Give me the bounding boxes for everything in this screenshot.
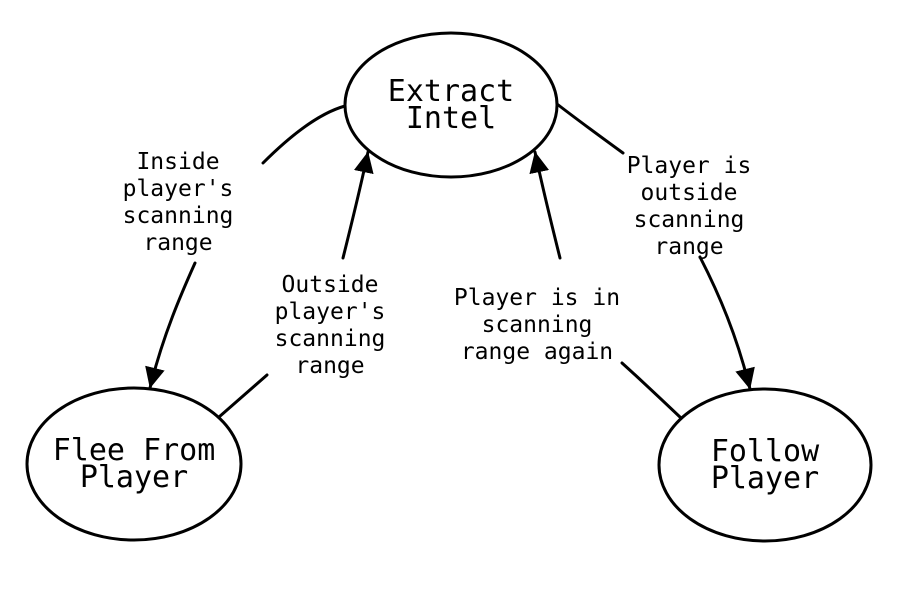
edge-label-line: Player is: [627, 153, 752, 179]
edge-label-line: player's: [123, 176, 234, 202]
state-label-line: Flee From: [53, 433, 216, 468]
state-label-line: Player: [711, 461, 819, 496]
state-node-follow-player: Follow Player: [657, 387, 873, 543]
edge-line-upper: [555, 102, 625, 155]
edge-line-lower: [620, 361, 683, 420]
state-label-line: Intel: [406, 101, 496, 136]
edge-label-line: Inside: [136, 149, 219, 175]
edge-follow-player-to-extract-intel: Player is in scanning range again: [454, 150, 683, 420]
state-label-line: Follow: [711, 434, 820, 469]
edge-label-line: Player is in: [454, 285, 620, 311]
state-label-line: Extract: [388, 74, 514, 109]
state-ellipse: [343, 31, 559, 179]
state-ellipse: [25, 386, 243, 542]
edge-line-lower: [217, 373, 269, 419]
state-label-line: Player: [80, 460, 188, 495]
edge-label-line: scanning: [123, 203, 234, 229]
edge-label-line: scanning: [634, 207, 745, 233]
edge-line-upper-with-arrow: [529, 150, 562, 260]
edge-label: Player is in scanning range again: [454, 285, 620, 365]
state-node-flee-from-player: Flee From Player: [25, 386, 243, 542]
edge-extract-intel-to-flee-from-player: Inside player's scanning range: [123, 104, 347, 390]
edge-extract-intel-to-follow-player: Player is outside scanning range: [555, 102, 755, 391]
edge-label: Inside player's scanning range: [123, 149, 234, 256]
edge-label-line: outside: [641, 180, 738, 206]
edge-label-line: scanning: [482, 312, 593, 338]
edge-flee-from-player-to-extract-intel: Outside player's scanning range: [217, 150, 386, 419]
edge-label-line: range: [143, 230, 212, 256]
state-node-extract-intel: Extract Intel: [343, 31, 559, 179]
edge-label: Outside player's scanning range: [275, 272, 386, 379]
edge-label-line: Outside: [282, 272, 379, 298]
edge-line-lower-with-arrow: [698, 255, 755, 391]
edge-label-line: range again: [461, 339, 613, 365]
edge-label-line: range: [295, 353, 364, 379]
state-ellipse: [657, 387, 873, 543]
edge-label-line: scanning: [275, 326, 386, 352]
edge-line-upper-with-arrow: [341, 150, 374, 260]
edge-label: Player is outside scanning range: [627, 153, 752, 260]
edge-line-lower-with-arrow: [145, 261, 197, 390]
edge-label-line: player's: [275, 299, 386, 325]
edge-line-upper: [261, 104, 347, 165]
edge-label-line: range: [654, 234, 723, 260]
